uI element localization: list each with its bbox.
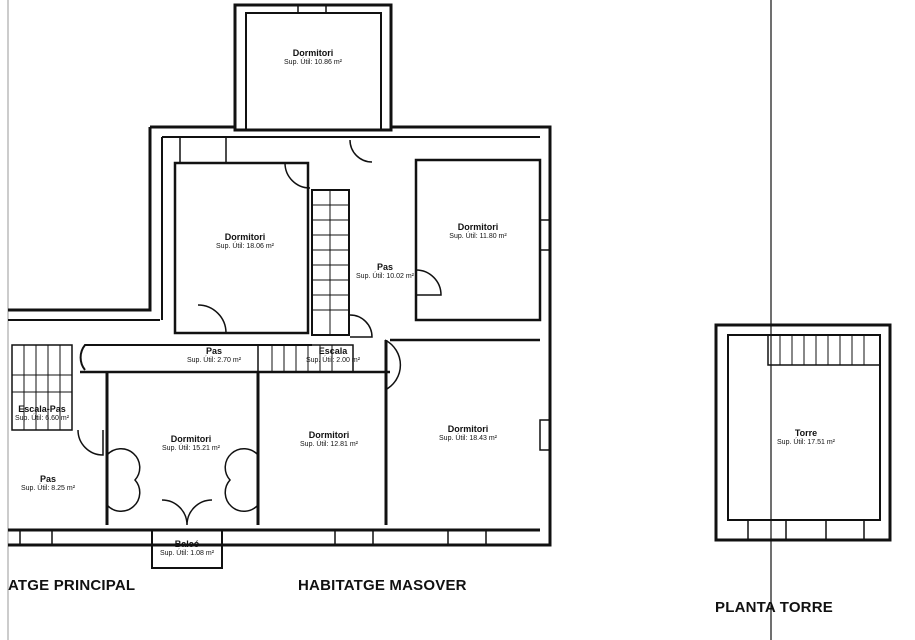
room-area: Sup. Útil: 18.43 m² <box>439 435 497 443</box>
room-area: Sup. Útil: 10.02 m² <box>356 273 414 281</box>
room-name: Escala <box>318 346 348 356</box>
room-area: Sup. Útil: 1.08 m² <box>159 550 215 558</box>
room-name: Escala-Pas <box>18 404 66 414</box>
room-name: Pas <box>205 346 223 356</box>
room-area: Sup. Útil: 18.06 m² <box>216 243 274 251</box>
room-area: Sup. Útil: 10.86 m² <box>284 59 342 67</box>
room-area: Sup. Útil: 15.21 m² <box>162 445 220 453</box>
room-area: Sup. Útil: 17.51 m² <box>777 439 835 447</box>
room-area: Sup. Útil: 2.00 m² <box>305 357 361 365</box>
room-name: Dormitori <box>447 424 489 434</box>
room-area: Sup. Útil: 11.80 m² <box>449 233 507 241</box>
room-area: Sup. Útil: 2.70 m² <box>186 357 242 365</box>
room-name: Balcó <box>174 539 200 549</box>
caption-habitatge-masover: HABITATGE MASOVER <box>298 577 467 594</box>
room-area: Sup. Útil: 8.25 m² <box>20 485 76 493</box>
caption-planta-torre: PLANTA TORRE <box>715 599 833 616</box>
room-name: Pas <box>376 262 393 272</box>
room-name: Dormitori <box>224 232 266 242</box>
room-name: Pas <box>39 474 57 484</box>
room-area: Sup. Útil: 12.81 m² <box>300 441 358 449</box>
room-name: Dormitori <box>170 434 212 444</box>
room-area: Sup. Útil: 6.60 m² <box>14 415 70 423</box>
room-name: Torre <box>794 428 818 438</box>
room-name: Dormitori <box>292 48 334 58</box>
room-name: Dormitori <box>457 222 499 232</box>
caption-habitatge-principal: ATGE PRINCIPAL <box>8 577 136 594</box>
room-name: Dormitori <box>308 430 350 440</box>
